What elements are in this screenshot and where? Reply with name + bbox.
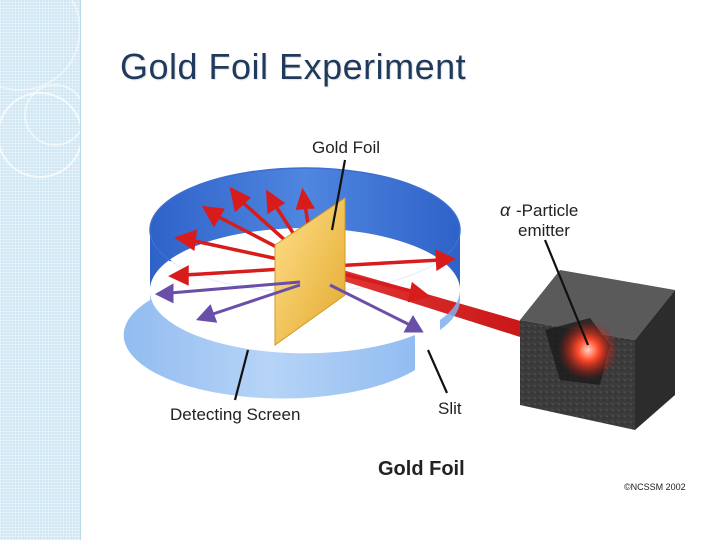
detecting-screen-front xyxy=(123,290,460,399)
label-particle: -Particle xyxy=(516,201,578,220)
slide-title: Gold Foil Experiment xyxy=(120,46,467,87)
deflected-arrows-inner xyxy=(154,280,424,333)
deflected-arrows xyxy=(168,186,456,303)
alpha-particle-emitter xyxy=(520,270,675,430)
decorative-circles xyxy=(0,0,80,178)
label-detecting-screen: Detecting Screen xyxy=(170,405,300,424)
diagram-caption: Gold Foil xyxy=(378,458,465,480)
label-slit: Slit xyxy=(438,399,462,418)
label-alpha-symbol: α xyxy=(500,200,511,220)
gold-foil-sheet xyxy=(274,197,346,346)
leader-lines xyxy=(233,159,590,401)
label-emitter: emitter xyxy=(518,221,570,240)
alpha-beam xyxy=(315,262,580,356)
label-gold-foil: Gold Foil xyxy=(312,138,380,157)
sidebar-decoration xyxy=(0,0,81,540)
copyright-text: ©NCSSM 2002 xyxy=(624,482,686,492)
